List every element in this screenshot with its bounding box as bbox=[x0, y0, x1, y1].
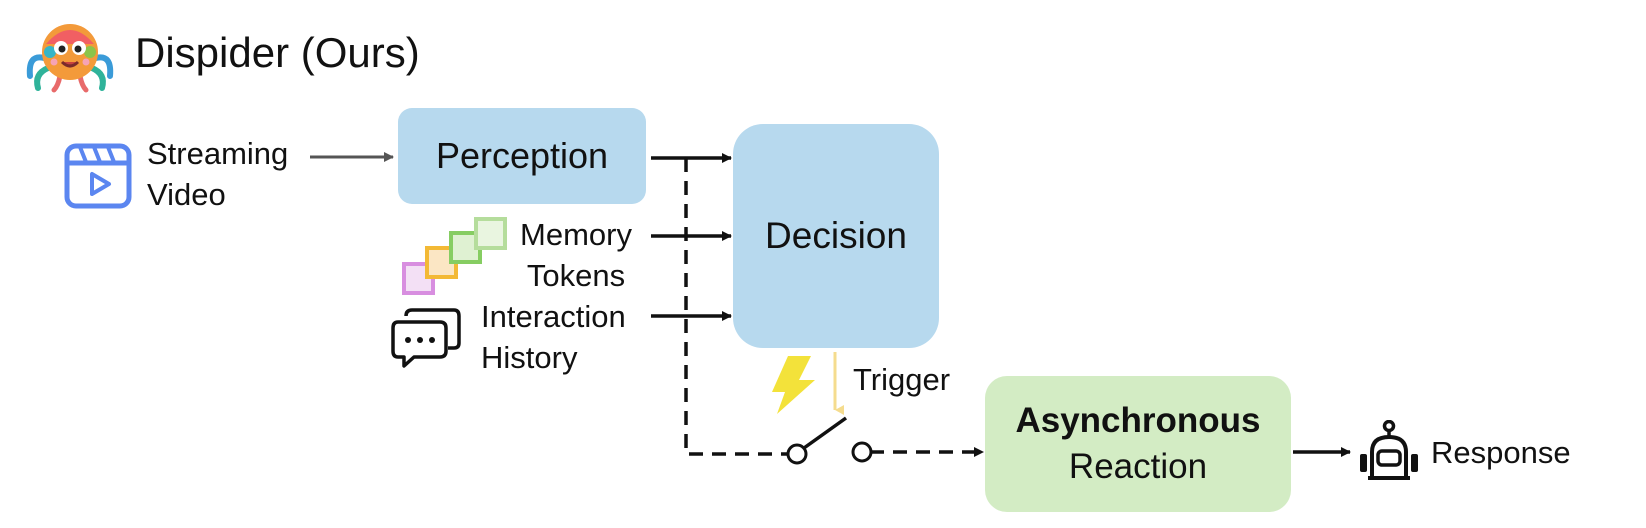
decision-label: Decision bbox=[765, 215, 907, 256]
video-clip-icon bbox=[64, 143, 132, 209]
memory-squares-icon bbox=[402, 216, 512, 296]
reaction-label-line1: Asynchronous bbox=[1015, 401, 1261, 440]
decision-module: Decision bbox=[733, 124, 939, 348]
perception-label: Perception bbox=[435, 135, 609, 176]
switch-icon bbox=[786, 416, 873, 465]
spider-mascot-icon bbox=[24, 14, 116, 94]
robot-icon bbox=[1356, 419, 1422, 482]
chat-bubbles-icon bbox=[390, 307, 462, 369]
lightning-icon bbox=[772, 356, 815, 414]
diagram-title: Dispider (Ours) bbox=[135, 29, 420, 76]
perception-module: Perception bbox=[398, 108, 646, 204]
reaction-module: Asynchronous Reaction bbox=[985, 376, 1291, 512]
interaction-history-label: Interaction History bbox=[481, 299, 626, 375]
reaction-label-line2: Reaction bbox=[1068, 447, 1208, 486]
trigger-label: Trigger bbox=[853, 362, 951, 397]
dashed-bypass-path bbox=[684, 158, 787, 456]
streaming-video-label: Streaming Video bbox=[147, 136, 289, 212]
memory-tokens-label: Memory Tokens bbox=[520, 217, 632, 293]
response-label: Response bbox=[1431, 435, 1571, 470]
